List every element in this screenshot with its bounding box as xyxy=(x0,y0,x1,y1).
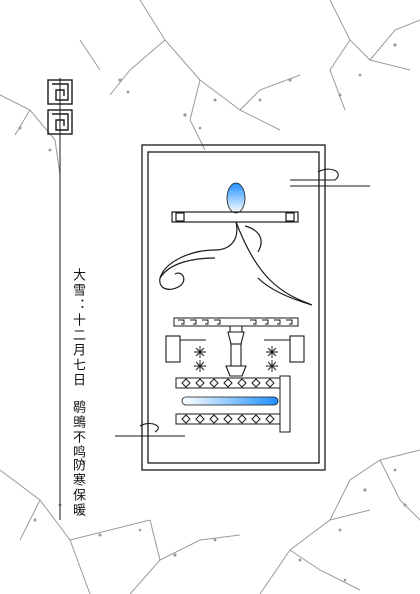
caption-advice: 防寒保暖 xyxy=(70,458,85,518)
caption-phenology: 鹖鴠不鸣、 xyxy=(70,400,85,475)
caption-date: 大雪：十二月七日 xyxy=(70,268,85,388)
